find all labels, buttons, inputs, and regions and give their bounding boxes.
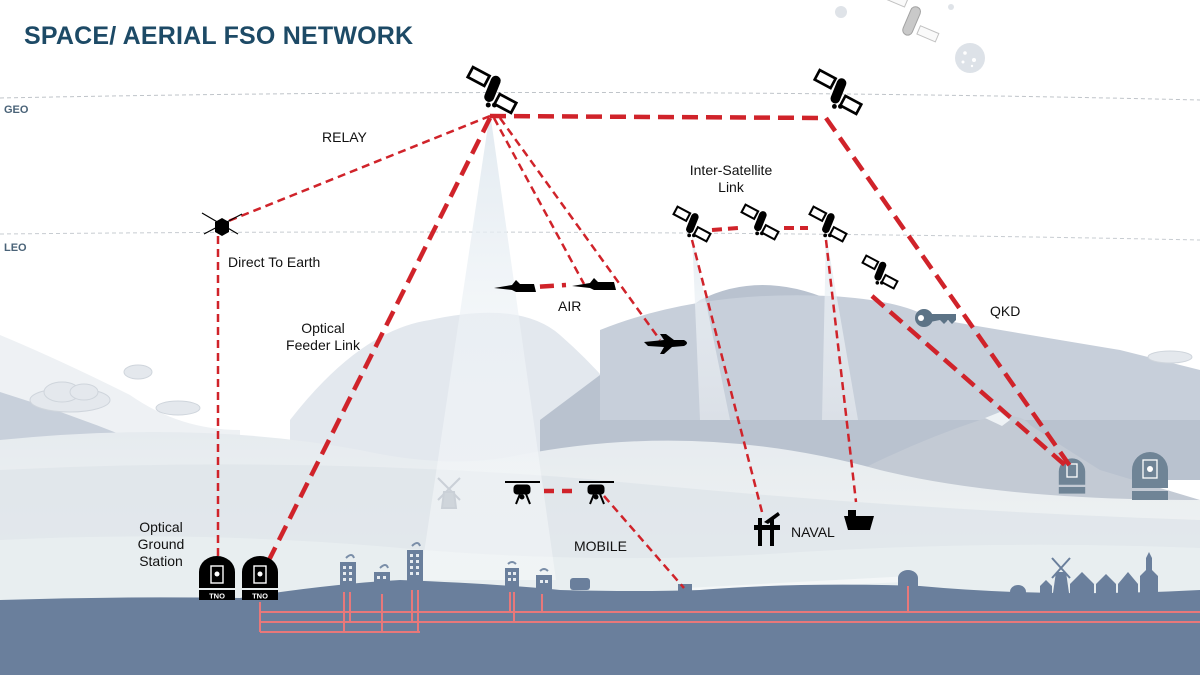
decorative-satellite-icon <box>885 0 940 43</box>
naval-platform-link <box>690 239 764 513</box>
geo-inter-satellite-link <box>489 113 827 121</box>
label-mobile: MOBILE <box>574 538 627 554</box>
city-buildings <box>340 550 1158 600</box>
building-windows <box>343 554 548 583</box>
label-qkd: QKD <box>990 303 1021 319</box>
leo-qkd-link <box>870 294 1068 468</box>
cubesat-icon <box>201 212 243 236</box>
label-optical-ground-station: Optical Ground Station <box>137 519 185 570</box>
dish-antenna-icon <box>345 542 549 572</box>
label-air: AIR <box>558 298 582 314</box>
page-title: SPACE/ AERIAL FSO NETWORK <box>24 22 414 50</box>
label-inter-satellite-link: Inter-Satellite Link <box>689 162 773 195</box>
uav-icon <box>494 278 616 292</box>
relay-link <box>225 114 491 224</box>
geo-satellite-icon <box>813 68 863 116</box>
label-relay: RELAY <box>322 129 367 145</box>
mobile-link <box>603 495 685 589</box>
oil-platform-icon <box>754 512 780 546</box>
label-optical-feeder-link: Optical Feeder Link <box>286 320 360 353</box>
leo-satellite-icon <box>808 205 848 243</box>
qkd-satellite-icon <box>861 254 899 290</box>
airplane-icon <box>644 334 687 354</box>
moon-icon <box>835 6 847 18</box>
relay-uav-link <box>492 117 586 285</box>
moon-icon <box>948 4 954 10</box>
ground <box>0 580 1200 675</box>
leo-orbit-line <box>0 231 1200 241</box>
leo-isl-1 <box>711 226 739 232</box>
fiber-network <box>259 584 1200 633</box>
observatory-window <box>1066 459 1158 479</box>
ship-icon <box>844 510 874 530</box>
windmill-icon <box>437 477 461 509</box>
leo-satellite-icon <box>672 205 712 243</box>
geo-satellite-icon <box>466 65 518 115</box>
tno-badge-2: TNO <box>252 592 268 601</box>
drone-icon <box>505 481 614 505</box>
geo-orbit-line <box>0 91 1200 101</box>
label-direct-to-earth: Direct To Earth <box>228 254 321 270</box>
relay-airplane-link <box>498 117 662 341</box>
cloud-icon <box>29 350 1193 416</box>
orbit-label-geo: GEO <box>4 104 29 116</box>
optical-feeder-link <box>257 116 493 580</box>
windmill-icon <box>1051 557 1071 579</box>
moon-icon <box>955 43 985 73</box>
naval-ship-link <box>824 239 858 503</box>
leo-satellite-icon <box>740 203 780 241</box>
orbit-label-leo: LEO <box>4 242 27 254</box>
observatory-lens <box>1147 466 1153 472</box>
label-naval: NAVAL <box>791 524 835 540</box>
tno-badge-1: TNO <box>209 592 225 601</box>
